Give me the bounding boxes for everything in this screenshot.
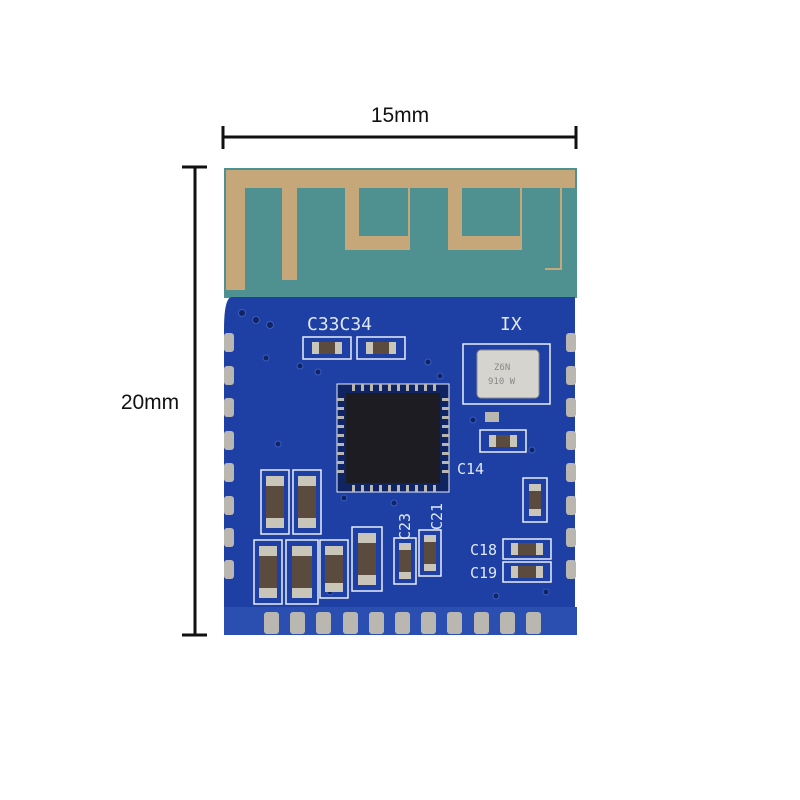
capacitor-c18 bbox=[502, 538, 552, 560]
capacitor-c21 bbox=[418, 529, 442, 577]
height-dimension-line bbox=[182, 165, 207, 637]
bottom-castellated-pads bbox=[264, 612, 541, 634]
height-dimension-label: 20mm bbox=[120, 391, 180, 414]
crystal-oscillator: Z6N 910 W bbox=[462, 343, 551, 405]
capacitor-c19 bbox=[502, 561, 552, 583]
vias bbox=[238, 309, 550, 600]
width-dimension-line bbox=[221, 126, 578, 149]
capacitor-left-top-2 bbox=[292, 469, 322, 535]
right-castellated-pads bbox=[566, 333, 576, 579]
capacitor-bottom-3 bbox=[319, 539, 349, 599]
silk-label-c14: C14 bbox=[457, 460, 484, 478]
capacitor-near-crystal bbox=[479, 429, 527, 453]
capacitor-c33 bbox=[302, 336, 352, 360]
capacitor-left-top-1 bbox=[260, 469, 290, 535]
silk-label-c33c34: C33C34 bbox=[307, 314, 372, 335]
capacitor-c34 bbox=[356, 336, 406, 360]
silk-label-ix: IX bbox=[500, 314, 522, 335]
pad-small bbox=[485, 412, 499, 422]
crystal-marking-2: 910 W bbox=[488, 377, 516, 387]
capacitor-bottom-1 bbox=[253, 539, 283, 605]
capacitor-right-vertical bbox=[522, 477, 548, 523]
main-chip bbox=[336, 383, 450, 493]
left-castellated-pads bbox=[224, 333, 234, 579]
silk-label-c18: C18 bbox=[470, 541, 497, 559]
silk-label-c19: C19 bbox=[470, 564, 497, 582]
crystal-marking-1: Z6N bbox=[494, 363, 510, 373]
capacitor-bottom-4 bbox=[351, 526, 383, 592]
width-dimension-label: 15mm bbox=[370, 104, 430, 127]
silk-label-c23: C23 bbox=[396, 513, 414, 540]
silk-label-c21: C21 bbox=[428, 503, 446, 530]
capacitor-bottom-2 bbox=[285, 539, 319, 605]
capacitor-c23 bbox=[393, 537, 417, 585]
